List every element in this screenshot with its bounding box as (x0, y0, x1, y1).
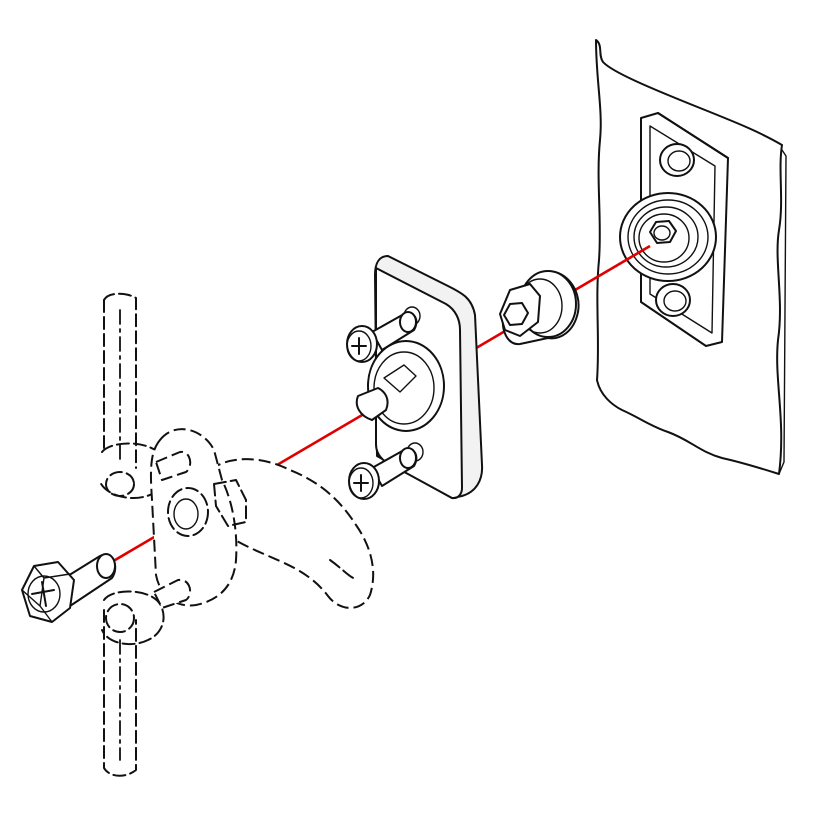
threaded-bushing-icon (499, 270, 580, 346)
hex-bolt-icon (21, 553, 117, 623)
phillips-screw-icon (346, 311, 418, 363)
tube-icon (103, 292, 137, 777)
wall-receptacle-icon (619, 112, 729, 347)
clamp-plate-icon (99, 428, 375, 646)
phillips-screw-icon (348, 447, 418, 500)
mounting-bracket-icon (355, 255, 484, 500)
